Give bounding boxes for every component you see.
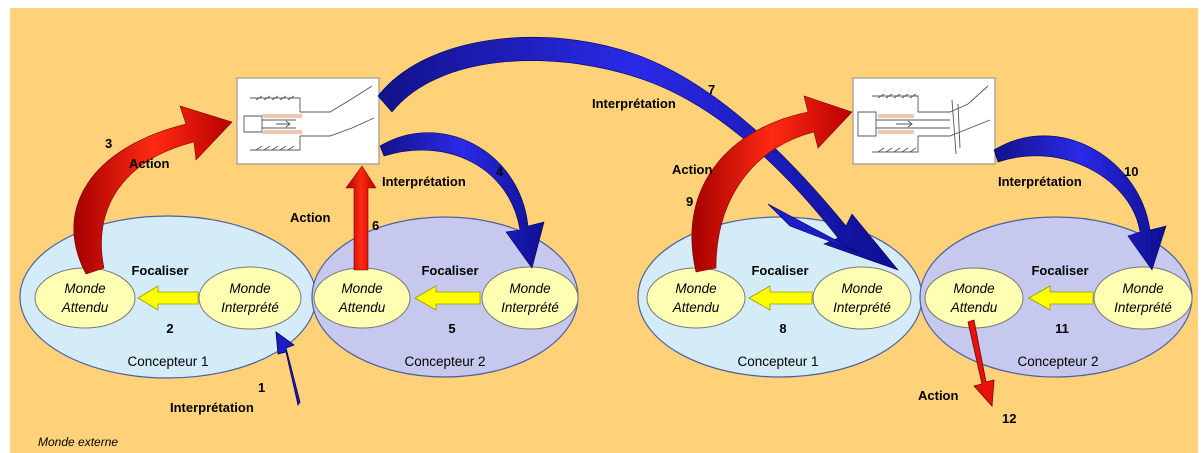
sketch-highlight — [878, 114, 914, 118]
arrow-label-interpretation-1: Interprétation — [170, 400, 254, 415]
monde-interprete-ellipse — [481, 266, 579, 330]
sketch-frame — [852, 77, 996, 165]
action-arrow-12 — [967, 319, 995, 407]
focus-arrow — [748, 285, 813, 311]
step-number-9: 9 — [686, 194, 693, 209]
monde-attendu-ellipse — [34, 267, 136, 329]
step-number: 8 — [779, 321, 786, 336]
step-number: 11 — [1055, 321, 1069, 336]
sketch-highlight — [262, 114, 302, 118]
monde-attendu-line1: Monde — [953, 281, 994, 296]
step-number-7: 7 — [708, 82, 715, 97]
monde-interprete-line2: Interprété — [501, 300, 559, 315]
focaliser-label: Focaliser — [421, 263, 478, 278]
monde-interprete-ellipse — [1093, 266, 1193, 330]
arrow-label-action-6: Action — [290, 210, 331, 225]
monde-interprete-ellipse — [198, 266, 302, 330]
monde-interprete-line2: Interprété — [833, 300, 891, 315]
sketch-highlight — [262, 130, 302, 134]
monde-interprete-line1: Monde — [229, 281, 270, 296]
monde-attendu-line1: Monde — [64, 281, 105, 296]
focus-arrow — [1028, 285, 1094, 311]
monde-attendu-line2: Attendu — [61, 300, 109, 315]
interpretation-arrow-1 — [275, 331, 301, 406]
arrow-label-action-9: Action — [672, 162, 713, 177]
monde-interprete-ellipse — [812, 266, 912, 330]
arrow-label-interpretation-7: Interprétation — [592, 96, 676, 111]
concepteur-group-1: Monde Attendu Monde Interprété Focaliser… — [19, 215, 317, 379]
step-number-4: 4 — [496, 164, 504, 179]
interpretation-arrow-4 — [379, 132, 545, 269]
step-number: 5 — [448, 321, 455, 336]
interpretation-arrow-10 — [993, 135, 1167, 271]
focus-arrow — [414, 285, 481, 311]
concepteur-group-3: Monde Attendu Monde Interprété Focaliser… — [637, 216, 923, 378]
step-number-6: 6 — [372, 218, 379, 233]
monde-interprete-line1: Monde — [509, 281, 550, 296]
monde-attendu-line1: Monde — [675, 281, 716, 296]
step-number-10: 10 — [1124, 164, 1138, 179]
sketch-highlight — [878, 130, 914, 134]
arrow-label-action-3: Action — [129, 156, 170, 171]
step-number-3: 3 — [105, 136, 112, 151]
action-arrow-6 — [345, 165, 377, 271]
concepteur-label: Concepteur 1 — [127, 354, 208, 369]
step-number: 2 — [166, 321, 173, 336]
sketch-drawing — [857, 85, 991, 155]
design-sketch-2 — [852, 77, 996, 165]
action-arrow-3 — [73, 105, 233, 275]
action-arrow-9 — [691, 95, 853, 273]
monde-attendu-line2: Attendu — [950, 300, 998, 315]
design-sketch-1 — [236, 77, 380, 165]
concepteur-label: Concepteur 2 — [404, 354, 485, 369]
step-number-1: 1 — [258, 380, 265, 395]
monde-attendu-line1: Monde — [341, 281, 382, 296]
monde-attendu-ellipse — [924, 267, 1024, 329]
monde-interprete-line2: Interprété — [1114, 300, 1172, 315]
focaliser-label: Focaliser — [1031, 263, 1088, 278]
monde-interprete-line2: Interprété — [221, 300, 279, 315]
focaliser-label: Focaliser — [751, 263, 808, 278]
sketch-frame — [236, 77, 380, 165]
concepteur-group-2: Monde Attendu Monde Interprété Focaliser… — [311, 216, 579, 378]
focaliser-label: Focaliser — [131, 263, 188, 278]
step-number-12: 12 — [1002, 411, 1016, 426]
monde-interprete-line1: Monde — [1122, 281, 1163, 296]
monde-interprete-line1: Monde — [841, 281, 882, 296]
arrow-label-interpretation-4: Interprétation — [382, 174, 466, 189]
monde-attendu-line2: Attendu — [338, 300, 386, 315]
concepteur-label: Concepteur 1 — [737, 354, 818, 369]
arrow-label-interpretation-10: Interprétation — [998, 174, 1082, 189]
concepteur-group-4: Monde Attendu Monde Interprété Focaliser… — [919, 216, 1193, 378]
external-world-label: Monde externe — [38, 435, 118, 449]
monde-attendu-ellipse — [313, 267, 411, 329]
monde-attendu-line2: Attendu — [672, 300, 720, 315]
arrow-label-action-12: Action — [918, 388, 959, 403]
focus-arrow — [137, 285, 199, 311]
monde-attendu-ellipse — [646, 267, 746, 329]
concepteur-label: Concepteur 2 — [1017, 354, 1098, 369]
interpretation-arrow-7-head — [767, 203, 859, 253]
